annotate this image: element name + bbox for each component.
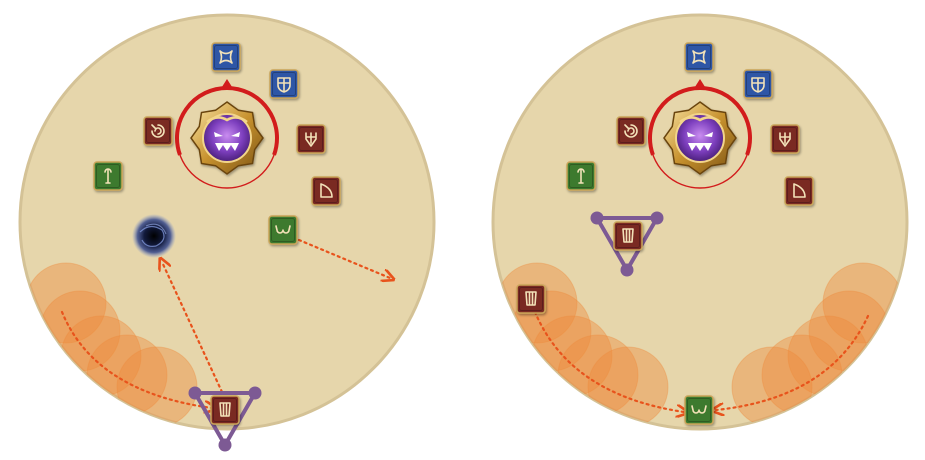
boss-marker <box>175 79 279 189</box>
void-zone <box>132 214 176 258</box>
scholar-job-icon <box>691 405 707 414</box>
tank-role-tile <box>211 42 241 72</box>
dragoon-job-icon <box>305 132 317 147</box>
left-arena-panel <box>18 13 436 452</box>
dps-role-tile <box>311 176 341 206</box>
paladin-job-icon <box>751 77 765 93</box>
movement-arrow <box>533 310 684 412</box>
right-arena-panel <box>491 13 909 431</box>
ninja-dps-marker <box>613 221 643 251</box>
dragoon-dps-marker <box>296 124 326 154</box>
bard-dps-marker <box>311 176 341 206</box>
ninja-job-icon <box>219 402 231 417</box>
warrior-tank-marker <box>211 42 241 72</box>
dps-role-tile <box>210 395 240 425</box>
warrior-job-icon <box>219 50 233 64</box>
boss-facing-indicator <box>220 79 234 90</box>
monk-dps-marker <box>616 116 646 146</box>
dps-role-tile <box>613 221 643 251</box>
ninja-dps-marker <box>516 284 546 314</box>
movement-arrow <box>162 262 224 394</box>
paladin-tank-marker <box>269 69 299 99</box>
warrior-tank-marker <box>684 42 714 72</box>
bard-dps-marker <box>784 176 814 206</box>
bard-job-icon <box>320 183 333 198</box>
tank-role-tile <box>684 42 714 72</box>
monk-dps-marker <box>143 116 173 146</box>
arena-floor <box>491 13 909 431</box>
dps-role-tile <box>143 116 173 146</box>
scholar-job-icon <box>275 225 291 234</box>
dragoon-job-icon <box>779 132 791 147</box>
movement-arrow <box>60 310 212 408</box>
boss-facing-indicator <box>693 79 707 90</box>
scholar-healer-marker <box>268 215 298 245</box>
monk-job-icon <box>624 124 638 138</box>
scholar-healer-marker <box>684 395 714 425</box>
paladin-job-icon <box>277 77 291 93</box>
purple-demon-face-icon <box>675 113 725 163</box>
dps-role-tile <box>784 176 814 206</box>
ninja-job-icon <box>622 228 634 243</box>
dps-role-tile <box>516 284 546 314</box>
whitemage-job-icon <box>577 168 585 184</box>
purple-demon-face-icon <box>202 113 252 163</box>
boss-marker <box>648 79 752 189</box>
whitemage-healer-marker <box>566 161 596 191</box>
arena-floor <box>18 13 436 431</box>
monk-job-icon <box>151 124 165 138</box>
dragoon-dps-marker <box>770 124 800 154</box>
whitemage-job-icon <box>104 168 112 184</box>
tether-triangle <box>188 386 262 452</box>
dps-role-tile <box>616 116 646 146</box>
bard-job-icon <box>793 183 806 198</box>
movement-arrow <box>297 238 390 278</box>
ninja-dps-marker <box>210 395 240 425</box>
ninja-job-icon <box>525 291 537 306</box>
whitemage-healer-marker <box>93 161 123 191</box>
paladin-tank-marker <box>743 69 773 99</box>
warrior-job-icon <box>692 50 706 64</box>
